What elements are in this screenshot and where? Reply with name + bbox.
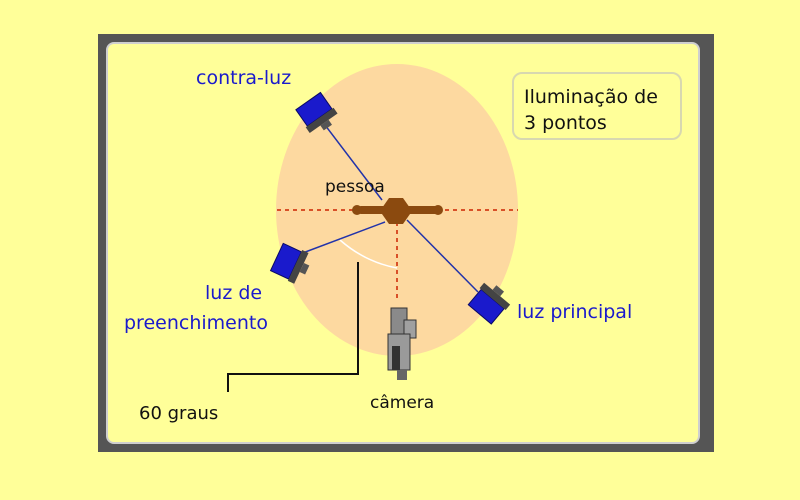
person-icon xyxy=(352,198,443,224)
angle-label: 60 graus xyxy=(139,403,218,424)
camera-label: câmera xyxy=(370,393,434,413)
back-light-spotlight-icon xyxy=(295,91,338,133)
key-light-label: luz principal xyxy=(517,301,632,323)
fill-light-label-line1: luz de xyxy=(205,282,262,304)
fill-light-beam xyxy=(299,221,386,255)
title-line-1: Iluminação de xyxy=(524,86,658,108)
fill-light-spotlight-icon xyxy=(269,242,310,284)
camera-icon xyxy=(387,307,417,380)
back-light-beam xyxy=(324,124,383,201)
angle-arc xyxy=(339,239,398,269)
angle-callout-line xyxy=(227,262,359,392)
key-light-beam xyxy=(406,219,479,293)
back-light-label: contra-luz xyxy=(196,67,291,89)
title-line-2: 3 pontos xyxy=(524,112,607,134)
title-box: Iluminação de 3 pontos xyxy=(512,72,682,140)
fill-light-label-line2: preenchimento xyxy=(124,312,268,334)
subject-label: pessoa xyxy=(325,177,385,197)
key-light-spotlight-icon xyxy=(467,282,511,325)
